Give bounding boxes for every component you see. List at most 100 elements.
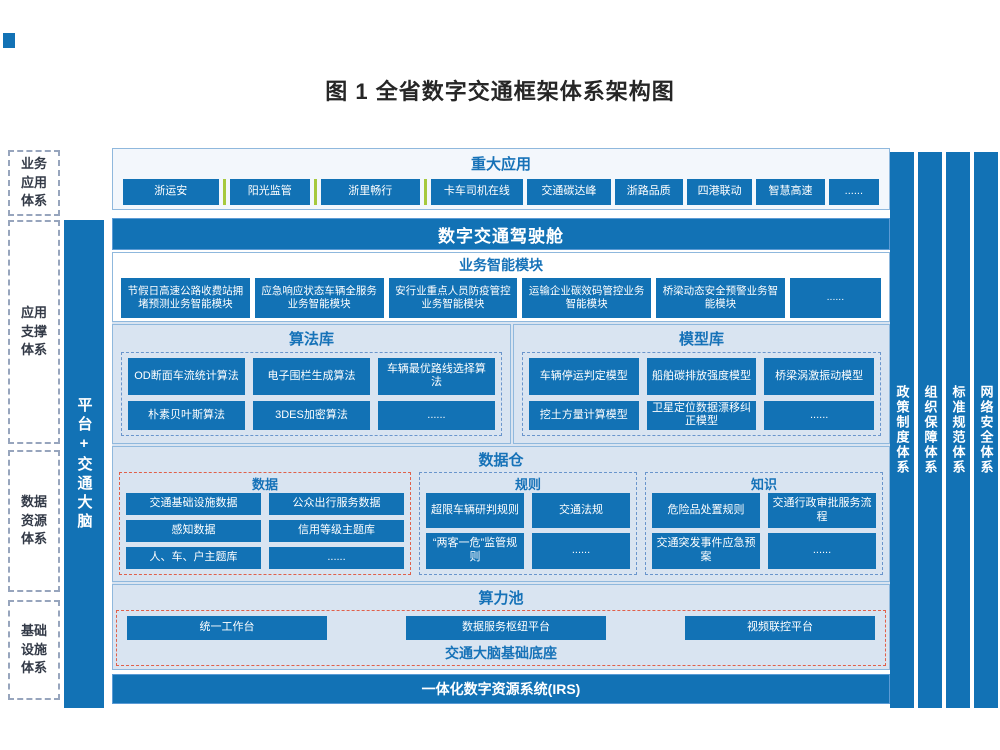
data-warehouse-section: 数据仓 数据 交通基础设施数据 公众出行服务数据 感知数据 信用等级主题库 人、… — [112, 445, 890, 582]
computing-pool-title: 算力池 — [478, 590, 524, 607]
green-divider — [314, 179, 318, 205]
platform-traffic-brain-bar: 平台+交通大脑 — [64, 220, 104, 708]
platform-block: 统一工作台 — [127, 616, 327, 640]
green-divider — [423, 179, 427, 205]
algorithm-library-section: 算法库 OD断面车流统计算法 电子围栏生成算法 车辆最优路线选择算法 朴素贝叶斯… — [112, 323, 511, 444]
model-library-section: 模型库 车辆停运判定模型 船舶碳排放强度模型 桥梁涡激振动模型 挖土方量计算模型… — [512, 323, 890, 444]
bar-standard-system: 标准规范体系 — [946, 152, 970, 708]
app-block: 浙路品质 — [614, 179, 683, 205]
data-block: 交通基础设施数据 — [126, 492, 261, 515]
knowledge-subsection: 知识 危险品处置规则 交通行政审批服务流程 交通突发事件应急预案 ...... — [645, 471, 883, 575]
biz-module-block: 应急响应状态车辆全服务业务智能模块 — [254, 278, 384, 318]
biz-module-ellipsis: ...... — [789, 278, 881, 318]
algorithm-block: 3DES加密算法 — [252, 400, 370, 430]
model-block: 船舶碳排放强度模型 — [646, 357, 757, 395]
platform-block: 视频联控平台 — [685, 616, 875, 640]
support-layer: 业务智能模块 节假日高速公路收费站拥堵预测业务智能模块 应急响应状态车辆全服务业… — [112, 252, 890, 670]
layer-label-text: 数据资源体系 — [20, 493, 47, 547]
data-warehouse-row: 数据 交通基础设施数据 公众出行服务数据 感知数据 信用等级主题库 人、车、户主… — [119, 471, 883, 575]
layer-label-text: 应用支撑体系 — [20, 304, 47, 358]
business-intelligence-section: 业务智能模块 节假日高速公路收费站拥堵预测业务智能模块 应急响应状态车辆全服务业… — [112, 252, 890, 322]
biz-module-block: 运输企业碳效码管控业务智能模块 — [522, 278, 652, 318]
app-block: 智慧高速 — [756, 179, 825, 205]
platform-row: 统一工作台 数据服务枢纽平台 视频联控平台 — [125, 616, 877, 640]
layer-label-application-support: 应用支撑体系 — [8, 220, 60, 444]
knowledge-block: 交通行政审批服务流程 — [768, 492, 876, 529]
major-applications-row: 浙运安 阳光监管 浙里畅行 卡车司机在线 交通碳达峰 浙路品质 四港联动 智慧高… — [113, 179, 889, 205]
libraries-row: 算法库 OD断面车流统计算法 电子围栏生成算法 车辆最优路线选择算法 朴素贝叶斯… — [112, 323, 890, 444]
knowledge-ellipsis: ...... — [768, 533, 876, 569]
irs-banner: 一体化数字资源系统(IRS) — [112, 674, 890, 704]
data-block: 公众出行服务数据 — [269, 492, 404, 515]
layer-label-business-application: 业务应用体系 — [8, 150, 60, 216]
biz-module-block: 节假日高速公路收费站拥堵预测业务智能模块 — [121, 278, 250, 318]
rule-ellipsis: ...... — [532, 533, 630, 569]
digital-traffic-cockpit-banner: 数字交通驾驶舱 — [112, 218, 890, 250]
business-intelligence-row: 节假日高速公路收费站拥堵预测业务智能模块 应急响应状态车辆全服务业务智能模块 安… — [113, 278, 889, 318]
data-subsection-title: 数据 — [251, 476, 278, 492]
major-applications-section: 重大应用 浙运安 阳光监管 浙里畅行 卡车司机在线 交通碳达峰 浙路品质 四港联… — [112, 148, 890, 210]
platform-block: 数据服务枢纽平台 — [406, 616, 606, 640]
biz-module-block: 桥梁动态安全预警业务智能模块 — [656, 278, 785, 318]
algorithm-library-grid: OD断面车流统计算法 电子围栏生成算法 车辆最优路线选择算法 朴素贝叶斯算法 3… — [121, 351, 502, 436]
data-ellipsis: ...... — [269, 546, 404, 569]
data-warehouse-title: 数据仓 — [478, 451, 524, 469]
brain-base-title: 交通大脑基础底座 — [445, 645, 557, 661]
platform-bar-label: 平台+交通大脑 — [75, 396, 93, 532]
layer-label-infrastructure: 基础设施体系 — [8, 600, 60, 700]
data-block: 人、车、户主题库 — [126, 546, 261, 569]
computing-pool-section: 算力池 统一工作台 数据服务枢纽平台 视频联控平台 交通大脑基础底座 — [112, 584, 890, 670]
layer-label-text: 基础设施体系 — [20, 622, 47, 676]
app-block: 浙里畅行 — [321, 179, 420, 205]
knowledge-block: 危险品处置规则 — [652, 492, 760, 529]
rules-subsection-title: 规则 — [514, 476, 541, 492]
figure-title: 图 1 全省数字交通框架体系架构图 — [325, 79, 675, 104]
algorithm-ellipsis: ...... — [377, 400, 495, 430]
model-block: 桥梁涡激振动模型 — [764, 357, 874, 395]
layer-label-data-resource: 数据资源体系 — [8, 450, 60, 592]
app-block: 浙运安 — [123, 179, 219, 205]
bar-label: 组织保障体系 — [922, 385, 938, 475]
knowledge-grid: 危险品处置规则 交通行政审批服务流程 交通突发事件应急预案 ...... — [652, 492, 876, 569]
bar-label: 标准规范体系 — [950, 385, 966, 475]
data-block: 信用等级主题库 — [269, 519, 404, 542]
data-block: 感知数据 — [126, 519, 261, 542]
layer-label-text: 业务应用体系 — [20, 155, 47, 209]
rule-block: “两客一危”监管规则 — [426, 533, 524, 569]
algorithm-block: 朴素贝叶斯算法 — [128, 400, 245, 430]
knowledge-block: 交通突发事件应急预案 — [652, 533, 760, 569]
business-intelligence-title: 业务智能模块 — [459, 257, 543, 273]
knowledge-subsection-title: 知识 — [750, 476, 777, 492]
app-block: 交通碳达峰 — [527, 179, 611, 205]
bar-label: 网络安全体系 — [978, 385, 994, 475]
bar-network-security-system: 网络安全体系 — [974, 152, 998, 708]
app-block: 卡车司机在线 — [430, 179, 524, 205]
bar-policy-system: 政策制度体系 — [890, 152, 914, 708]
data-grid: 交通基础设施数据 公众出行服务数据 感知数据 信用等级主题库 人、车、户主题库 … — [126, 492, 404, 569]
model-ellipsis: ...... — [764, 400, 874, 430]
bar-label: 政策制度体系 — [894, 385, 910, 475]
model-block: 挖土方量计算模型 — [528, 400, 639, 430]
biz-module-block: 安行业重点人员防疫管控业务智能模块 — [388, 278, 518, 318]
algorithm-block: 电子围栏生成算法 — [252, 357, 370, 395]
bar-organization-system: 组织保障体系 — [918, 152, 942, 708]
app-block-ellipsis: ...... — [828, 179, 879, 205]
model-library-title: 模型库 — [678, 330, 724, 348]
guarantee-bars: 政策制度体系 组织保障体系 标准规范体系 网络安全体系 — [890, 152, 998, 708]
rules-grid: 超限车辆研判规则 交通法规 “两客一危”监管规则 ...... — [426, 492, 630, 569]
algorithm-block: 车辆最优路线选择算法 — [377, 357, 495, 395]
algorithm-block: OD断面车流统计算法 — [128, 357, 245, 395]
green-divider — [222, 179, 226, 205]
rule-block: 交通法规 — [532, 492, 630, 529]
diagram-content: 重大应用 浙运安 阳光监管 浙里畅行 卡车司机在线 交通碳达峰 浙路品质 四港联… — [112, 148, 890, 704]
app-block: 阳光监管 — [229, 179, 311, 205]
data-subsection: 数据 交通基础设施数据 公众出行服务数据 感知数据 信用等级主题库 人、车、户主… — [119, 471, 411, 575]
corner-mark — [3, 33, 15, 48]
brain-base-dashed-box: 统一工作台 数据服务枢纽平台 视频联控平台 交通大脑基础底座 — [116, 610, 886, 666]
model-block: 卫星定位数据漂移纠正模型 — [646, 400, 757, 430]
model-block: 车辆停运判定模型 — [528, 357, 639, 395]
model-library-grid: 车辆停运判定模型 船舶碳排放强度模型 桥梁涡激振动模型 挖土方量计算模型 卫星定… — [521, 351, 881, 436]
app-block: 四港联动 — [686, 179, 753, 205]
rule-block: 超限车辆研判规则 — [426, 492, 524, 529]
